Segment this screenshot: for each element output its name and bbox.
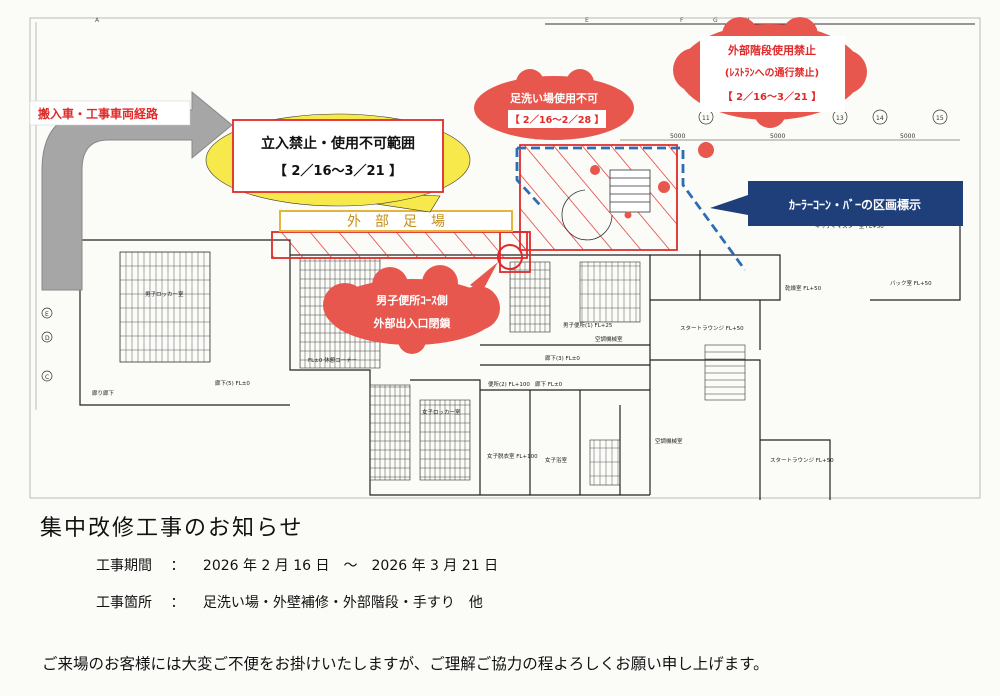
locker-block-lower — [369, 384, 411, 481]
toilet-stalls-lower — [589, 439, 621, 486]
svg-text:男子便所ｺｰｽ側: 男子便所ｺｰｽ側 — [376, 293, 448, 307]
plan-label-drying: 乾燥室 FL+50 — [785, 284, 822, 292]
svg-text:外部出入口閉鎖: 外部出入口閉鎖 — [373, 316, 452, 330]
restricted-area-callout: 立入禁止・使用不可範囲 【 2／16～3／21 】 — [205, 113, 471, 213]
svg-text:搬入車・工事車両経路: 搬入車・工事車両経路 — [38, 106, 159, 121]
floor-plan: A E F G H I E D C 11 13 14 15 5000 5000 … — [29, 17, 981, 500]
svg-text:15: 15 — [936, 115, 944, 122]
plan-label-ac2: 空調機械室 — [655, 437, 683, 445]
svg-text:立入禁止・使用不可範囲: 立入禁止・使用不可範囲 — [261, 135, 415, 152]
svg-text:G: G — [713, 17, 718, 24]
locker-block-right — [509, 261, 551, 333]
svg-text:外部階段使用禁止: 外部階段使用禁止 — [727, 43, 816, 57]
toilet-cloud-callout: 男子便所ｺｰｽ側 外部出入口閉鎖 — [323, 262, 500, 354]
svg-text:13: 13 — [836, 115, 844, 122]
plan-label-womens-bath: 女子浴室 — [545, 456, 568, 464]
scaffold-label: 外 部 足 場 — [279, 210, 513, 232]
svg-text:F: F — [680, 17, 684, 24]
svg-text:【 2／16～3／21 】: 【 2／16～3／21 】 — [274, 163, 402, 179]
plan-label-corridor3: 廊下(3) FL±0 — [545, 354, 580, 362]
locker-block — [119, 251, 211, 363]
svg-text:5000: 5000 — [670, 133, 685, 140]
plan-label-womens-dressing: 女子脱衣室 FL+100 — [487, 452, 538, 460]
period-label: 工事期間 — [96, 558, 152, 574]
svg-text:A: A — [95, 17, 100, 24]
svg-text:11: 11 — [702, 115, 710, 122]
red-circle-marker-icon — [590, 142, 714, 219]
location-row: 工事箇所 ： 足洗い場・外壁補修・外部階段・手すり 他 — [96, 592, 483, 612]
svg-text:C: C — [45, 374, 49, 381]
stairs-cloud-callout: 外部階段使用禁止 (ﾚｽﾄﾗﾝへの通行禁止) 【 2／16～3／21 】 — [673, 17, 867, 128]
footbath-cloud-callout: 足洗い場使用不可 【 2／16～2／28 】 — [474, 69, 634, 140]
route-label: 搬入車・工事車両経路 — [29, 100, 191, 126]
location-value: 足洗い場・外壁補修・外部階段・手すり 他 — [202, 595, 483, 611]
svg-text:足洗い場使用不可: 足洗い場使用不可 — [510, 91, 598, 105]
svg-text:E: E — [45, 311, 49, 318]
plan-label-bag: バック室 FL+50 — [890, 279, 932, 287]
plan-label-corridor5: 廊下(5) FL±0 — [215, 379, 250, 387]
notice-section: 集中改修工事のお知らせ 工事期間 ： 2026 年 2 月 16 日 ～ 202… — [0, 500, 1000, 696]
cone-bar-callout: ｶｰﾗｰｺｰﾝ・ﾊﾞｰの区画標示 — [710, 181, 963, 226]
plan-label-corridor: 廊下 FL±0 — [535, 380, 563, 388]
location-colon: ： — [170, 595, 185, 611]
stair-icon — [561, 169, 651, 241]
plan-label-womens-locker: 女子ロッカー室 — [422, 408, 461, 416]
cone-bar-boundary — [515, 146, 747, 271]
location-label: 工事箇所 — [96, 595, 152, 611]
plan-label-lounge2: スタートラウンジ FL+50 — [770, 456, 834, 464]
plan-label-locker: 男子ロッカー室 — [145, 290, 184, 298]
svg-text:E: E — [585, 17, 589, 24]
svg-text:D: D — [45, 335, 50, 342]
plan-label-mens-toilet: 男子便所(1) FL+25 — [563, 321, 613, 329]
svg-text:外 部 足 場: 外 部 足 場 — [347, 214, 445, 230]
svg-text:(ﾚｽﾄﾗﾝへの通行禁止): (ﾚｽﾄﾗﾝへの通行禁止) — [725, 66, 819, 79]
svg-text:【 2／16～2／28 】: 【 2／16～2／28 】 — [510, 114, 604, 126]
plan-label-ac1: 空調機械室 — [595, 335, 623, 343]
grid-row-markers: E D C — [41, 307, 53, 382]
apology-text: ご来場のお客様には大変ご不便をお掛けいたしますが、ご理解ご協力の程よろしくお願い… — [42, 655, 769, 673]
stair-icon — [704, 344, 746, 401]
period-colon: ： — [170, 558, 185, 574]
red-circle-marker-icon — [497, 244, 523, 270]
period-value: 2026 年 2 月 16 日 ～ 2026 年 3 月 21 日 — [202, 558, 499, 574]
drawing-frame — [29, 17, 981, 499]
svg-text:5000: 5000 — [770, 133, 785, 140]
plan-label-rest: FL±0 休憩コーナー — [308, 356, 357, 364]
plan-label-corridor-l: 廊り廊下 — [92, 389, 115, 397]
plan-label-lounge1: スタートラウンジ FL+50 — [680, 324, 744, 332]
route-arrow-icon — [41, 90, 233, 291]
svg-text:【 2／16～3／21 】: 【 2／16～3／21 】 — [723, 90, 822, 103]
svg-text:5000: 5000 — [900, 133, 915, 140]
svg-text:ｶｰﾗｰｺｰﾝ・ﾊﾞｰの区画標示: ｶｰﾗｰｺｰﾝ・ﾊﾞｰの区画標示 — [789, 197, 921, 212]
toilet-stalls — [579, 261, 641, 323]
notice-title: 集中改修工事のお知らせ — [40, 516, 304, 541]
svg-text:14: 14 — [876, 115, 884, 122]
period-row: 工事期間 ： 2026 年 2 月 16 日 ～ 2026 年 3 月 21 日 — [96, 555, 498, 575]
locker-block-lower2 — [419, 399, 471, 481]
plan-label-toilet2: 便所(2) FL+100 — [488, 380, 530, 388]
